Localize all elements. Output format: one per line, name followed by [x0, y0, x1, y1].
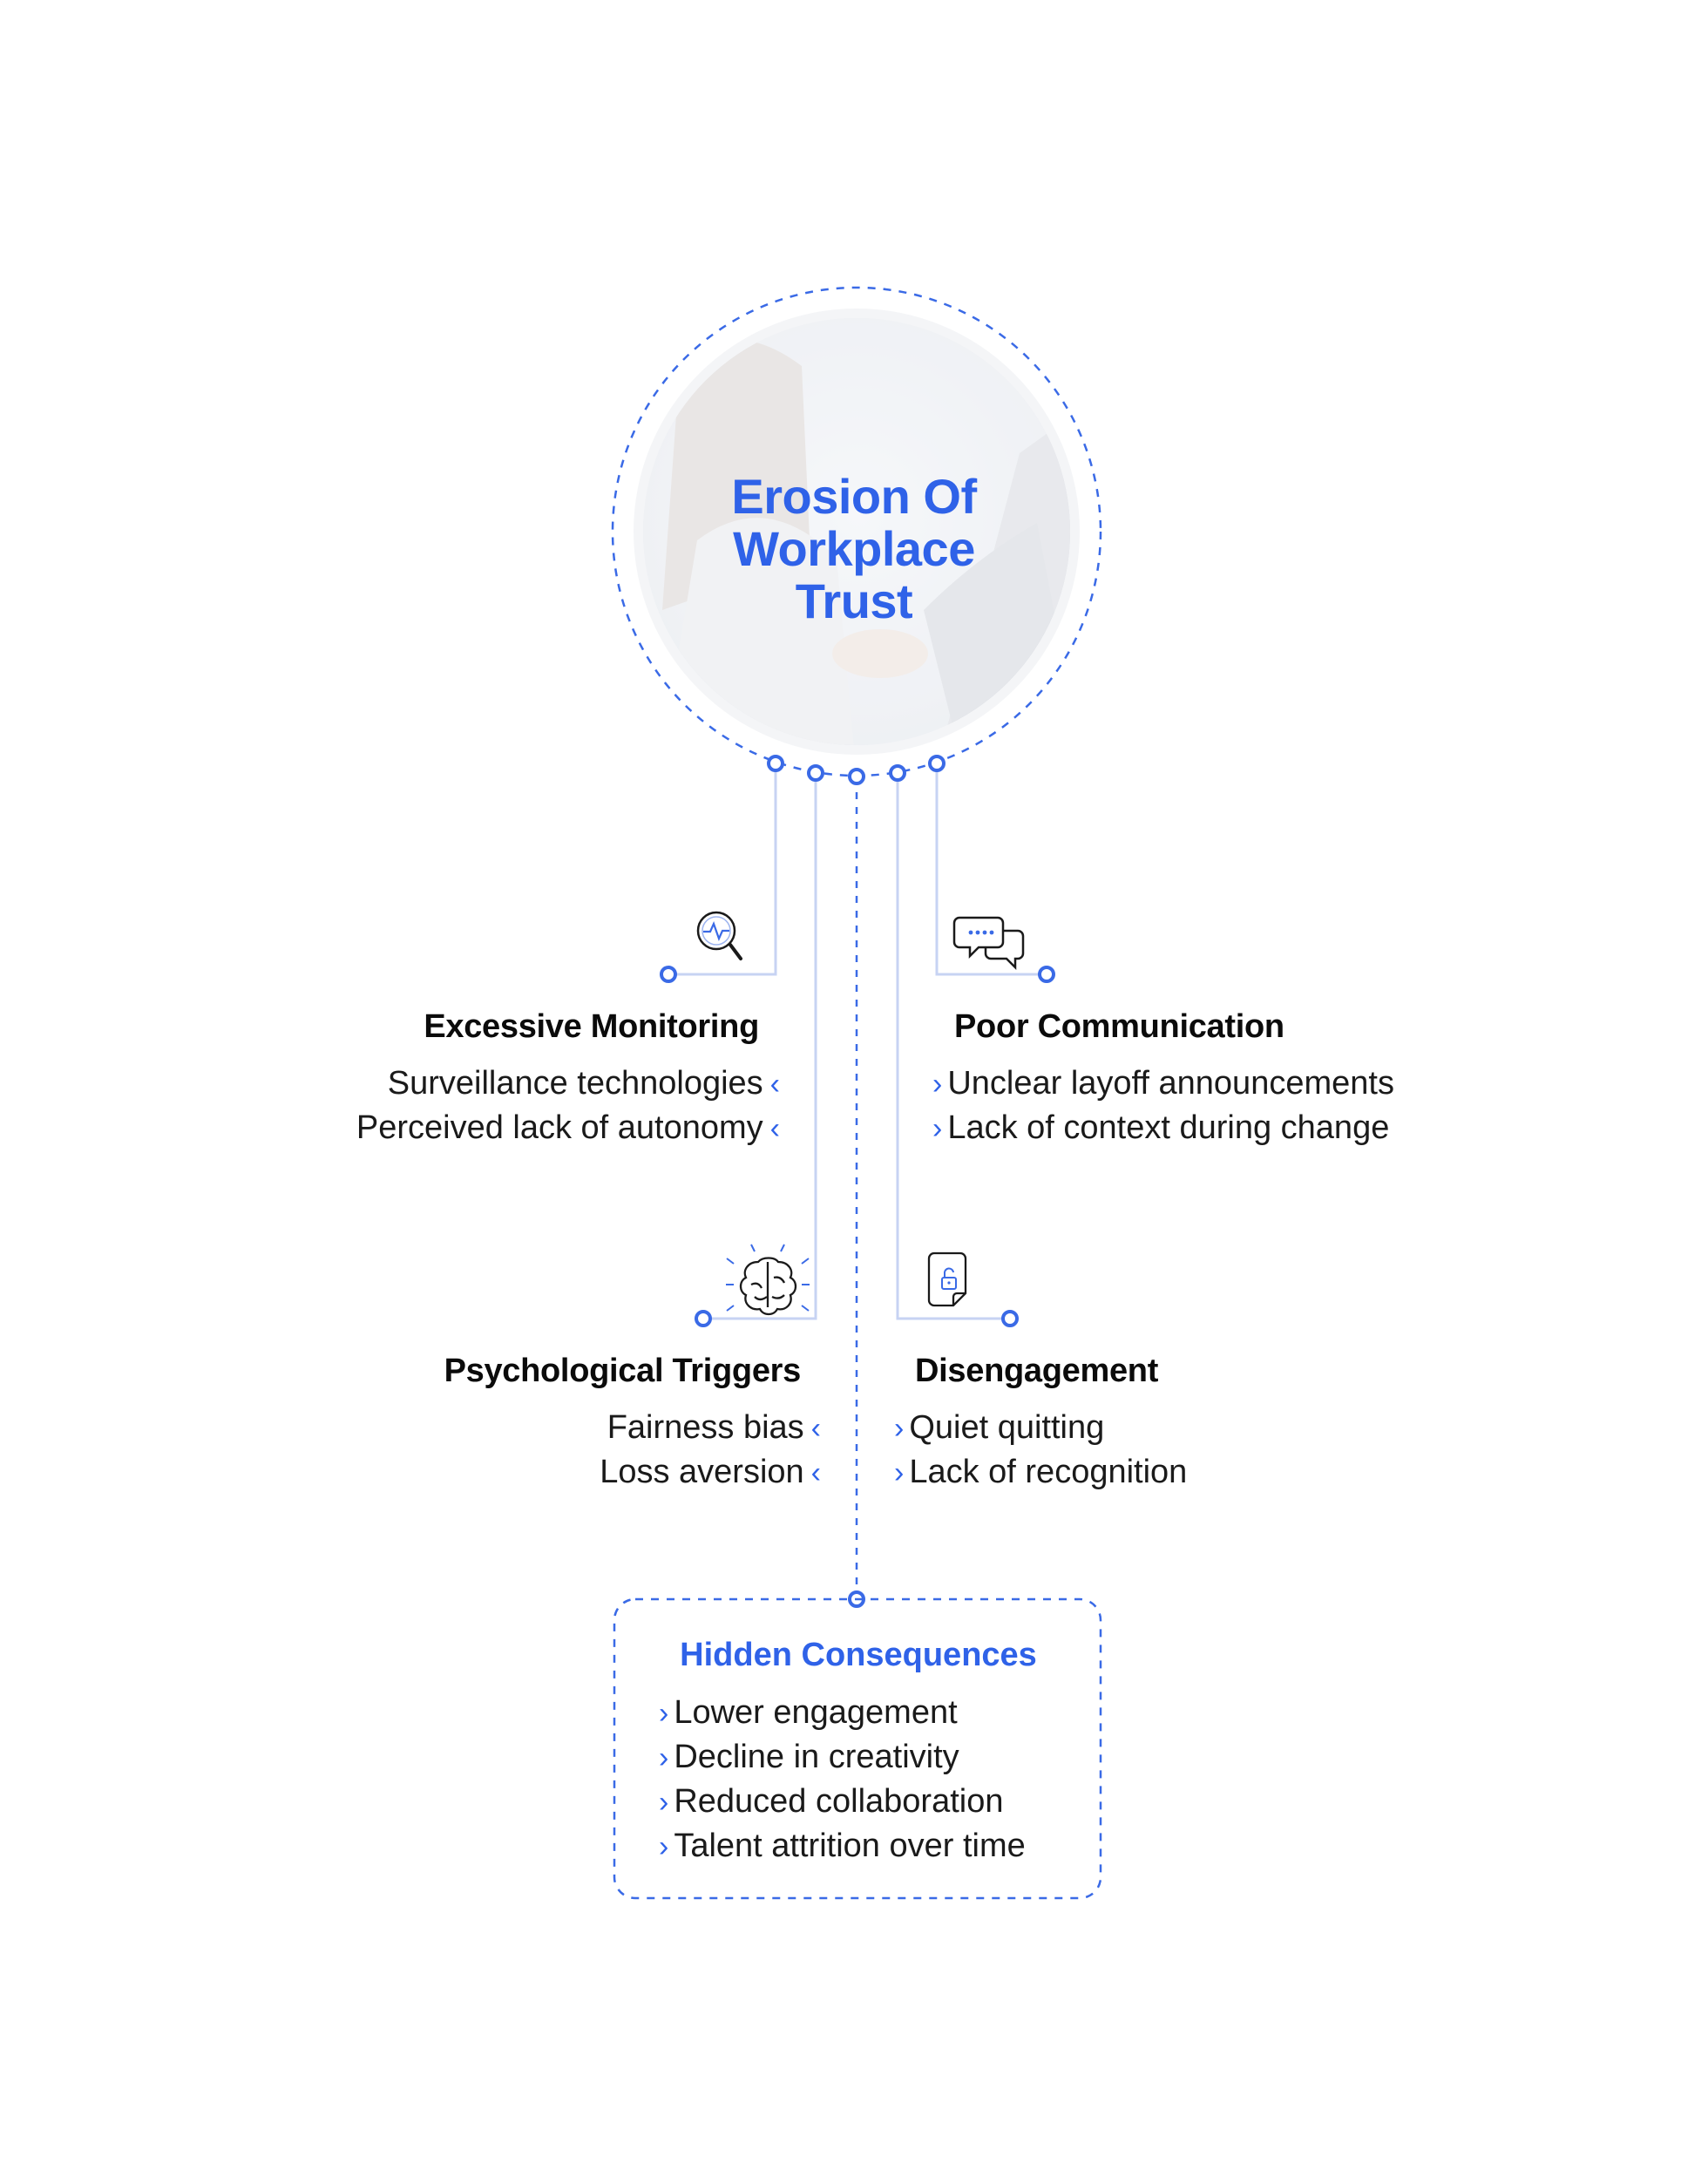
node-dot: [1001, 1310, 1019, 1327]
center-title-line: Erosion Of: [731, 469, 977, 524]
chevron-right-icon: ›: [894, 1456, 905, 1489]
chevron-right-icon: ›: [659, 1741, 669, 1774]
excessive-monitoring-title: Excessive Monitoring: [424, 1008, 759, 1045]
list-item: Surveillance technologies‹: [356, 1061, 780, 1106]
connector-excessive-monitoring: [669, 765, 777, 976]
list-item: ›Talent attrition over time: [659, 1824, 1026, 1868]
list-item: ›Lack of context during change: [932, 1106, 1394, 1150]
list-item: ›Unclear layoff announcements: [932, 1061, 1394, 1106]
connector-psychological-triggers: [704, 774, 817, 1320]
connector-poor-communication: [935, 765, 1046, 976]
center-title-line: Trust: [795, 573, 913, 628]
center-title: Erosion Of Workplace Trust: [680, 471, 1028, 627]
node-dot: [1038, 966, 1055, 983]
list-item: ›Quiet quitting: [894, 1406, 1187, 1450]
hidden-consequences-box: [613, 1597, 1102, 1900]
chevron-right-icon: ›: [894, 1412, 905, 1445]
chevron-left-icon: ‹: [810, 1456, 821, 1489]
node-dot: [767, 755, 784, 772]
center-title-line: Workplace: [733, 521, 975, 576]
chevron-left-icon: ‹: [769, 1112, 780, 1145]
list-item: Loss aversion‹: [600, 1450, 821, 1495]
disengagement-title: Disengagement: [915, 1353, 1159, 1389]
list-item: ›Lack of recognition: [894, 1450, 1187, 1495]
connector-disengagement: [896, 774, 1009, 1320]
poor-communication-title: Poor Communication: [954, 1008, 1284, 1045]
list-item: Fairness bias‹: [600, 1406, 821, 1450]
chevron-right-icon: ›: [659, 1830, 669, 1863]
poor-communication-list: ›Unclear layoff announcements ›Lack of c…: [932, 1061, 1394, 1150]
psychological-triggers-list: Fairness bias‹ Loss aversion‹: [600, 1406, 821, 1495]
magnifier-pulse-icon: [696, 911, 742, 960]
chevron-right-icon: ›: [659, 1697, 669, 1730]
list-item: ›Lower engagement: [659, 1691, 1026, 1735]
chevron-right-icon: ›: [932, 1068, 943, 1101]
unlocked-document-icon: [927, 1251, 967, 1307]
list-item: ›Decline in creativity: [659, 1735, 1026, 1780]
chevron-right-icon: ›: [659, 1786, 669, 1819]
chat-bubbles-icon: [952, 916, 1025, 971]
node-dot: [660, 966, 677, 983]
node-dot: [848, 768, 865, 785]
chevron-left-icon: ‹: [769, 1068, 780, 1101]
chevron-right-icon: ›: [932, 1112, 943, 1145]
disengagement-list: ›Quiet quitting ›Lack of recognition: [894, 1406, 1187, 1495]
node-dot: [928, 755, 946, 772]
chevron-left-icon: ‹: [810, 1412, 821, 1445]
node-dot: [695, 1310, 712, 1327]
list-item: ›Reduced collaboration: [659, 1780, 1026, 1824]
hidden-consequences-title: Hidden Consequences: [680, 1637, 1037, 1673]
node-dot: [889, 764, 906, 782]
node-dot: [807, 764, 824, 782]
excessive-monitoring-list: Surveillance technologies‹ Perceived lac…: [356, 1061, 780, 1150]
hidden-consequences-list: ›Lower engagement ›Decline in creativity…: [659, 1691, 1026, 1868]
list-item: Perceived lack of autonomy‹: [356, 1106, 780, 1150]
psychological-triggers-title: Psychological Triggers: [444, 1353, 802, 1389]
brain-icon: [726, 1244, 810, 1316]
